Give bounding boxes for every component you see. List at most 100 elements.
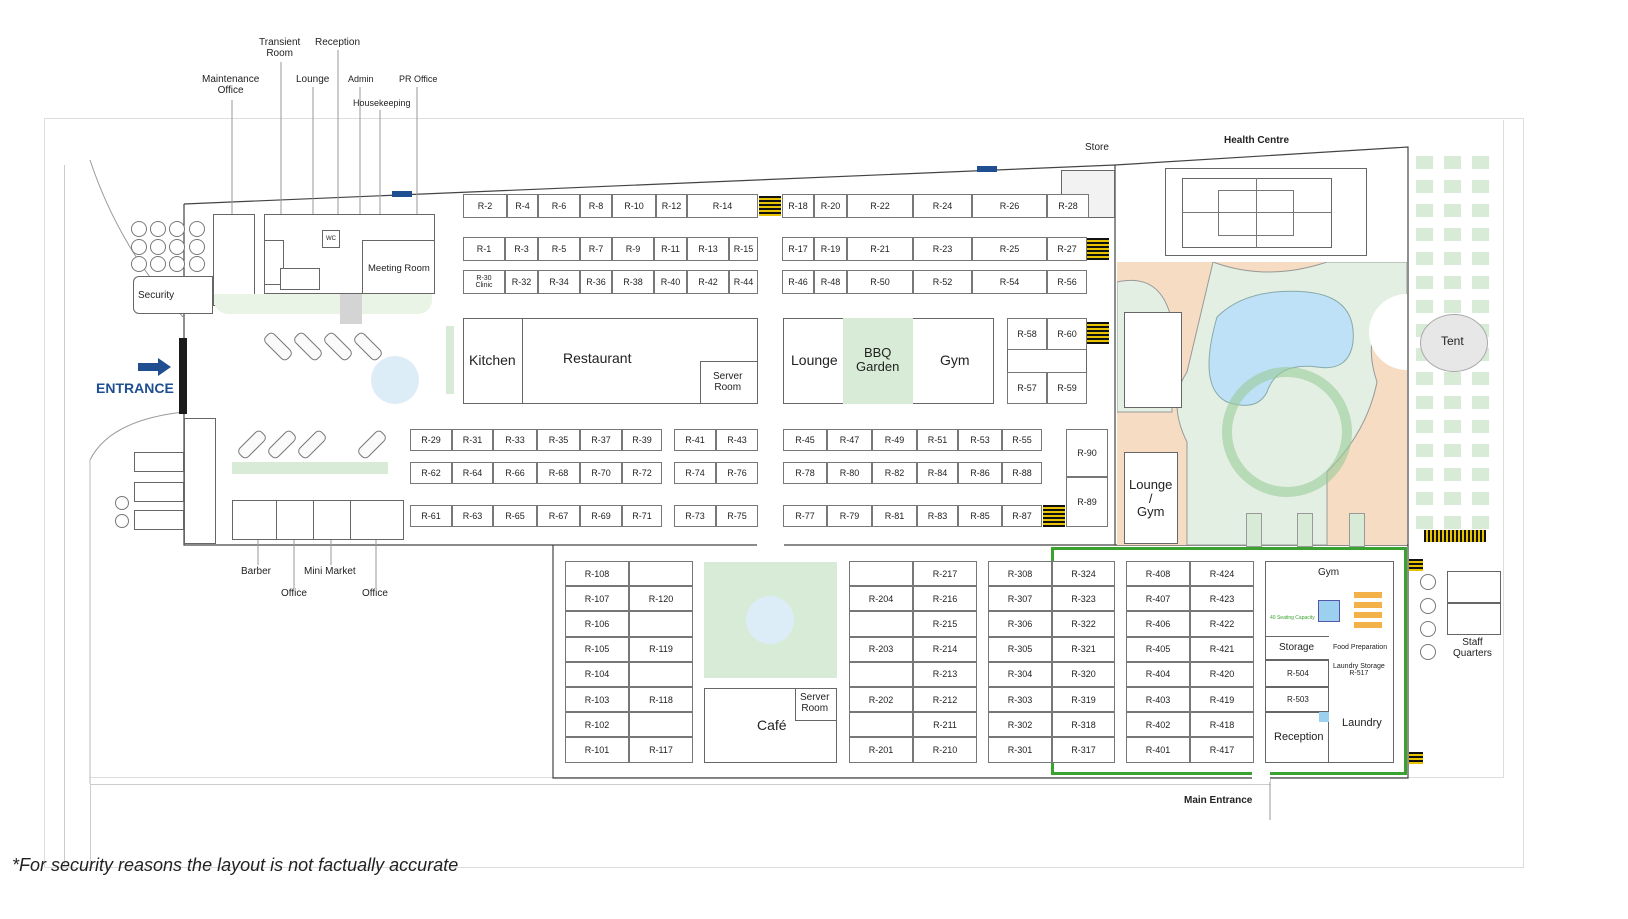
room[interactable]: R-58 [1007,318,1047,350]
room[interactable]: R-17 [782,237,814,261]
room[interactable]: R-117 [629,737,693,763]
room[interactable]: R-408 [1126,561,1190,587]
room[interactable]: R-75 [716,505,758,527]
room[interactable]: R-89 [1066,477,1108,527]
room[interactable]: R-119 [629,636,693,662]
room[interactable]: R-8 [580,194,612,218]
room[interactable]: R-69 [580,505,622,527]
room[interactable]: R-15 [729,237,758,261]
room[interactable]: R-29 [410,429,452,451]
room[interactable]: R-421 [1190,636,1254,662]
room[interactable]: R-1 [463,237,505,261]
room[interactable]: R-420 [1190,661,1254,687]
room[interactable]: R-67 [537,505,580,527]
room[interactable]: R-213 [913,661,977,687]
room[interactable]: R-46 [782,270,814,294]
room[interactable]: R-322 [1052,611,1115,637]
room[interactable]: R-81 [872,505,917,527]
room[interactable]: R-7 [580,237,612,261]
room[interactable]: R-41 [674,429,716,451]
room[interactable]: R-54 [972,270,1047,294]
room[interactable] [849,561,913,587]
room[interactable]: R-317 [1052,737,1115,763]
room[interactable]: R-214 [913,636,977,662]
room[interactable]: R-21 [847,237,913,261]
room[interactable]: R-66 [493,462,537,484]
room[interactable]: R-108 [565,561,629,587]
room[interactable]: R-103 [565,687,629,713]
room[interactable]: R-423 [1190,586,1254,612]
room[interactable]: R-59 [1047,372,1087,404]
room[interactable]: R-39 [622,429,662,451]
room[interactable] [849,611,913,637]
room[interactable]: R-64 [452,462,493,484]
room[interactable]: R-82 [872,462,917,484]
room[interactable]: R-12 [656,194,687,218]
room[interactable]: R-303 [988,687,1052,713]
room[interactable]: R-9 [612,237,654,261]
room[interactable]: R-51 [917,429,958,451]
room[interactable] [849,712,913,738]
room[interactable]: R-45 [783,429,827,451]
room[interactable]: R-407 [1126,586,1190,612]
room[interactable]: R-101 [565,737,629,763]
room[interactable]: R-19 [814,237,847,261]
room[interactable]: R-50 [847,270,913,294]
room[interactable]: R-323 [1052,586,1115,612]
room[interactable]: R-302 [988,712,1052,738]
room[interactable]: R-307 [988,586,1052,612]
room[interactable]: R-55 [1002,429,1042,451]
room[interactable]: R-6 [538,194,580,218]
room[interactable]: R-320 [1052,661,1115,687]
room[interactable]: R-217 [913,561,977,587]
room[interactable]: R-422 [1190,611,1254,637]
room[interactable]: R-26 [972,194,1047,218]
room[interactable]: R-14 [687,194,758,218]
room[interactable]: R-203 [849,636,913,662]
room[interactable]: R-63 [452,505,493,527]
room[interactable]: R-57 [1007,372,1047,404]
room[interactable]: R-71 [622,505,662,527]
room[interactable]: R-27 [1047,237,1087,261]
room[interactable]: R-202 [849,687,913,713]
room[interactable]: R-107 [565,586,629,612]
room[interactable]: R-321 [1052,636,1115,662]
room[interactable]: R-319 [1052,687,1115,713]
room[interactable]: R-70 [580,462,622,484]
room[interactable]: R-35 [537,429,580,451]
room[interactable]: R-417 [1190,737,1254,763]
room[interactable]: R-86 [958,462,1002,484]
room[interactable]: R-22 [847,194,913,218]
room[interactable]: R-318 [1052,712,1115,738]
room[interactable] [629,661,693,687]
room[interactable]: R-405 [1126,636,1190,662]
room[interactable]: R-60 [1047,318,1087,350]
room[interactable]: R-20 [814,194,847,218]
room[interactable]: R-401 [1126,737,1190,763]
room[interactable]: R-73 [674,505,716,527]
room[interactable]: R-306 [988,611,1052,637]
room[interactable] [629,561,693,587]
room[interactable]: R-36 [580,270,612,294]
room[interactable]: R-301 [988,737,1052,763]
room[interactable]: R-85 [958,505,1002,527]
room[interactable]: R-18 [782,194,814,218]
room[interactable]: R-87 [1002,505,1042,527]
room[interactable]: R-48 [814,270,847,294]
room[interactable]: R-25 [972,237,1047,261]
room[interactable]: R-324 [1052,561,1115,587]
room[interactable]: R-78 [783,462,827,484]
room[interactable]: R-83 [917,505,958,527]
room[interactable]: R-34 [538,270,580,294]
room[interactable]: R-308 [988,561,1052,587]
room[interactable]: R-90 [1066,429,1108,477]
room[interactable]: R-3 [505,237,538,261]
room[interactable]: R-33 [493,429,537,451]
room[interactable]: R-403 [1126,687,1190,713]
room[interactable]: R-49 [872,429,917,451]
room[interactable]: R-305 [988,636,1052,662]
room[interactable]: R-118 [629,687,693,713]
room[interactable]: R-10 [612,194,656,218]
room[interactable]: R-212 [913,687,977,713]
room[interactable]: R-4 [507,194,538,218]
